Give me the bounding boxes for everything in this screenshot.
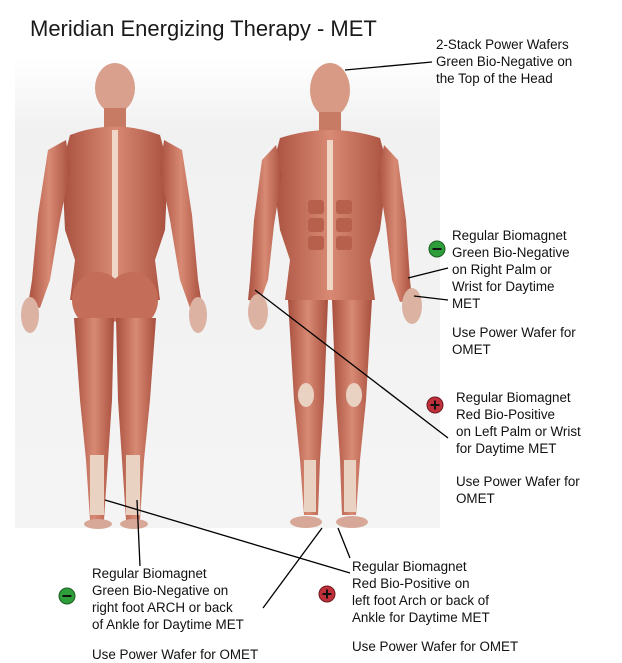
left-palm-callout: Regular Biomagnet Red Bio-Positive on Le… [456,389,581,457]
left-palm-line-4: for Daytime MET [456,440,581,457]
left-palm-line-2: Red Bio-Positive [456,406,581,423]
left-palm-line-3: on Left Palm or Wrist [456,423,581,440]
left-palm-note-line-1: Use Power Wafer for [456,473,580,490]
right-palm-note-line-2: OMET [452,341,576,358]
right-foot-line-1: Regular Biomagnet [92,565,244,582]
head-callout-line-3: the Top of the Head [436,70,572,87]
head-callout-line-2: Green Bio-Negative on [436,53,572,70]
right-foot-line-2: Green Bio-Negative on [92,582,244,599]
left-foot-line-4: Ankle for Daytime MET [352,609,490,626]
left-foot-front-pointer-line [338,528,350,558]
left-palm-note-line-2: OMET [456,490,580,507]
right-palm-line-1: Regular Biomagnet [452,227,570,244]
left-foot-line-3: left foot Arch or back of [352,592,490,609]
left-palm-line-1: Regular Biomagnet [456,389,581,406]
right-palm-line-3: on Right Palm or [452,261,570,278]
left-foot-line-1: Regular Biomagnet [352,558,490,575]
right-palm-line-2: Green Bio-Negative [452,244,570,261]
page-title: Meridian Energizing Therapy - MET [30,16,377,42]
green-negative-icon-foot [58,587,76,605]
left-foot-line-2: Red Bio-Positive on [352,575,490,592]
right-foot-callout: Regular Biomagnet Green Bio-Negative on … [92,565,244,633]
right-palm-line-5: MET [452,295,570,312]
right-palm-callout: Regular Biomagnet Green Bio-Negative on … [452,227,570,312]
head-callout-line-1: 2-Stack Power Wafers [436,36,572,53]
right-palm-line-4: Wrist for Daytime [452,278,570,295]
green-negative-icon [428,240,446,258]
right-foot-note: Use Power Wafer for OMET [92,646,258,663]
left-foot-note: Use Power Wafer for OMET [352,638,518,655]
right-palm-note: Use Power Wafer for OMET [452,324,576,358]
head-callout: 2-Stack Power Wafers Green Bio-Negative … [436,36,572,87]
red-positive-icon-foot [318,585,336,603]
right-foot-line-3: right foot ARCH or back [92,599,244,616]
red-positive-icon [426,396,444,414]
right-palm-note-line-1: Use Power Wafer for [452,324,576,341]
right-foot-front-pointer-line [263,528,322,608]
left-palm-note: Use Power Wafer for OMET [456,473,580,507]
right-foot-line-4: of Ankle for Daytime MET [92,616,244,633]
left-foot-callout: Regular Biomagnet Red Bio-Positive on le… [352,558,490,626]
